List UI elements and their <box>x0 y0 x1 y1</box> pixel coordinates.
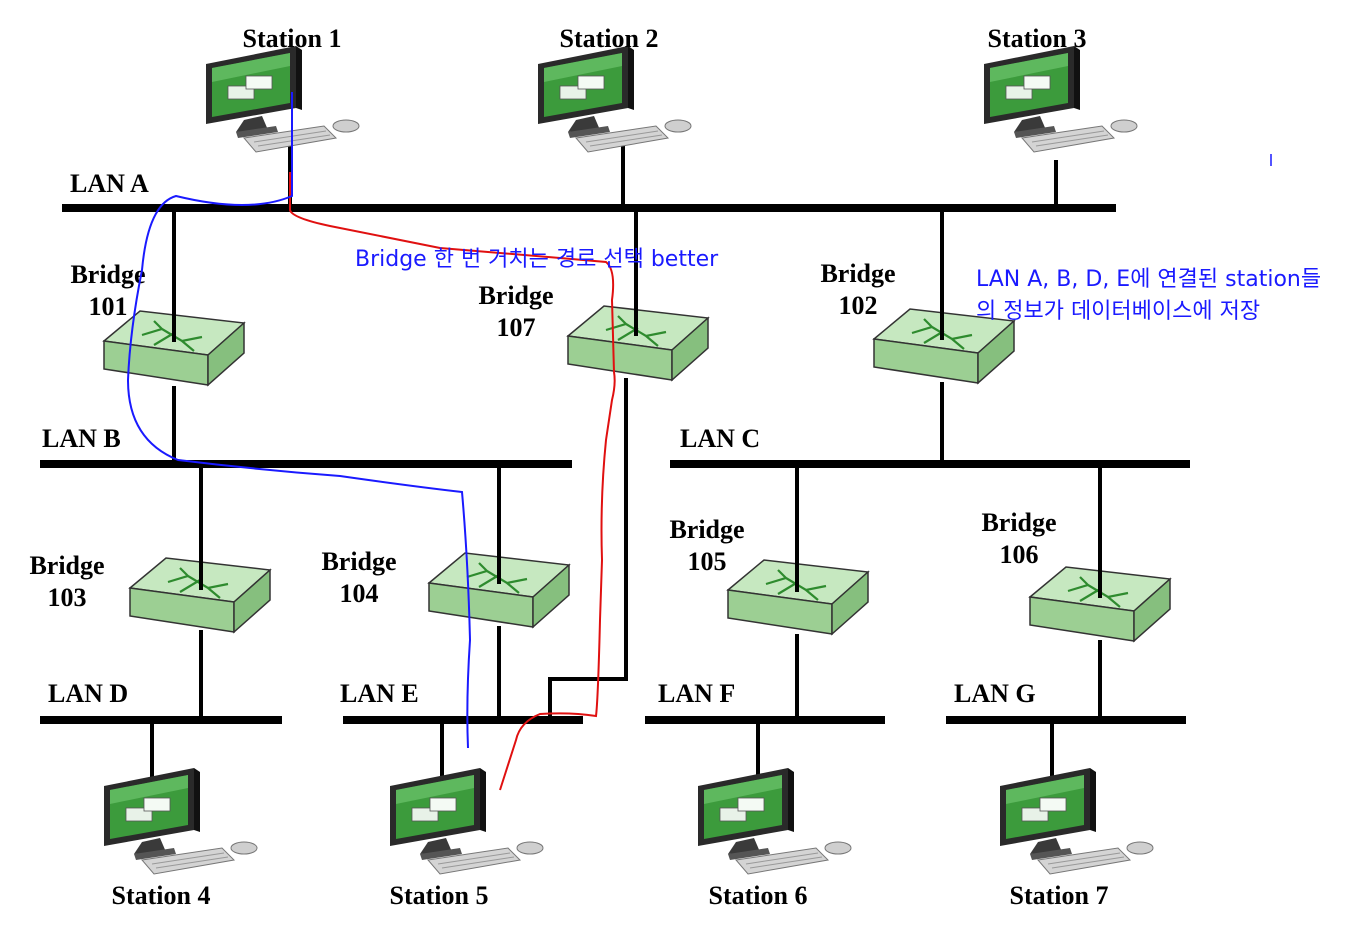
station-3-label: Station 3 <box>988 24 1087 53</box>
station-3-icon <box>983 45 1138 153</box>
bridge-107-word: Bridge <box>478 281 553 310</box>
station-7-label: Station 7 <box>1010 881 1109 910</box>
station-2-label: Station 2 <box>560 24 659 53</box>
bridge-105-number: 105 <box>688 547 727 576</box>
bridge-107-number: 107 <box>497 313 536 342</box>
lan-d-label: LAN D <box>48 679 128 708</box>
bridge-103-number: 103 <box>48 583 87 612</box>
station-5-label: Station 5 <box>390 881 489 910</box>
lan-g-label: LAN G <box>954 679 1036 708</box>
bridge-104-word: Bridge <box>321 547 396 576</box>
blue-path-annotation <box>126 92 472 749</box>
link-bridge107-lan-e <box>548 378 628 720</box>
lan-c-label: LAN C <box>680 424 760 453</box>
station-6-icon <box>697 767 852 875</box>
bridge-102-number: 102 <box>839 291 878 320</box>
path-note: Bridge 한 번 거치는 경로 선택 better <box>355 247 719 272</box>
bridge-105-word: Bridge <box>669 515 744 544</box>
bridge-104-number: 104 <box>340 579 379 608</box>
bridge-102-word: Bridge <box>820 259 895 288</box>
red-path-annotation <box>289 172 616 791</box>
bridge-103-word: Bridge <box>29 551 104 580</box>
db-note-line2: 의 정보가 데이터베이스에 저장 <box>976 299 1260 324</box>
bridge-101-word: Bridge <box>70 260 145 289</box>
station-7-icon <box>999 767 1154 875</box>
station-1-label: Station 1 <box>243 24 342 53</box>
station-1-icon <box>205 45 360 153</box>
station-6-label: Station 6 <box>709 881 808 910</box>
db-note-line1: LAN A, B, D, E에 연결된 station들 <box>976 267 1321 292</box>
lan-b-label: LAN B <box>42 424 121 453</box>
lan-e-label: LAN E <box>340 679 419 708</box>
links <box>150 140 1102 780</box>
lan-a-label: LAN A <box>70 169 149 198</box>
bridge-106-number: 106 <box>1000 540 1039 569</box>
bridge-101-number: 101 <box>89 292 128 321</box>
station-4-icon <box>103 767 258 875</box>
station-5-icon <box>389 767 544 875</box>
station-4-label: Station 4 <box>112 881 211 910</box>
lan-f-label: LAN F <box>658 679 735 708</box>
bridge-106-word: Bridge <box>981 508 1056 537</box>
station-2-icon <box>537 45 692 153</box>
